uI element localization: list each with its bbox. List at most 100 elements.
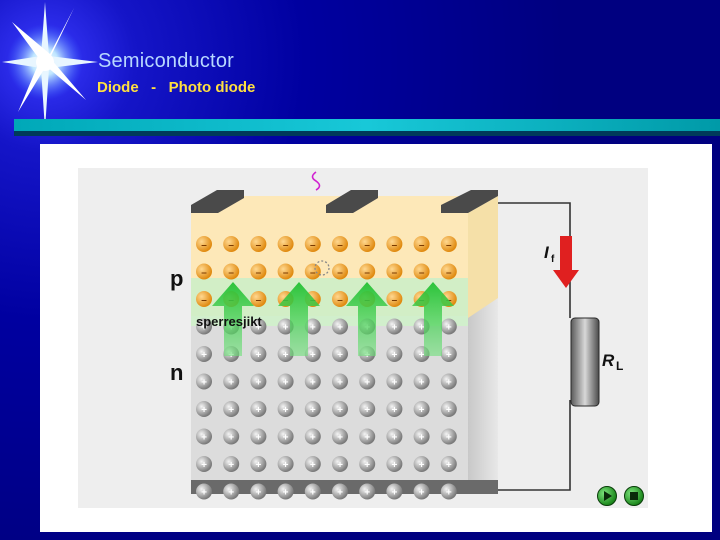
electron-carrier xyxy=(304,346,321,362)
electron-sign: + xyxy=(310,405,316,416)
electron-sign: + xyxy=(255,405,261,416)
electron-sign: + xyxy=(310,350,316,361)
green-arrow-2 xyxy=(278,282,320,356)
electron-carrier xyxy=(196,483,212,500)
hole-carrier xyxy=(277,236,294,252)
electron-sign: + xyxy=(310,433,316,444)
load-resistor xyxy=(570,317,600,407)
electron-carrier xyxy=(250,346,267,362)
electron-sign: + xyxy=(446,488,452,499)
electron-carrier xyxy=(304,373,321,390)
electron-carrier xyxy=(359,401,376,417)
hole-carrier xyxy=(359,236,376,252)
electron-carrier xyxy=(440,456,457,472)
slide-title: Semiconductor xyxy=(98,50,234,72)
hole-carrier xyxy=(304,263,321,280)
electrode-contacts xyxy=(191,190,498,213)
slide-subtitle: Diode - Photo diode xyxy=(97,79,256,96)
current-arrow xyxy=(553,236,579,288)
electron-sign: + xyxy=(364,405,370,416)
electron-carrier xyxy=(196,428,212,445)
electron-carrier xyxy=(250,456,267,472)
electron-sign: + xyxy=(228,405,234,416)
electron-carrier xyxy=(332,318,348,335)
electron-carrier xyxy=(277,428,294,445)
electron-sign: + xyxy=(255,433,261,444)
electron-sign: + xyxy=(337,433,343,444)
hole-carrier xyxy=(277,263,294,280)
electron-sign: + xyxy=(255,323,261,334)
electron-sign: + xyxy=(310,488,316,499)
electron-carrier xyxy=(304,318,321,335)
electron-carrier xyxy=(332,373,348,390)
electron-carrier xyxy=(413,483,430,500)
hole-sign: – xyxy=(419,268,425,279)
electron-carrier xyxy=(223,456,240,472)
hole-carrier xyxy=(413,263,430,280)
hole-sign: – xyxy=(228,240,234,251)
hole-sign: – xyxy=(337,295,343,306)
electron-sign: + xyxy=(337,378,343,389)
electron-sign: + xyxy=(391,433,397,444)
title-divider-bar xyxy=(14,119,720,133)
electron-carrier xyxy=(277,318,294,335)
hole-carrier xyxy=(250,236,267,252)
electron-carrier xyxy=(386,401,403,417)
electron-sign: + xyxy=(283,378,289,389)
electron-sign: + xyxy=(228,433,234,444)
hole-carrier xyxy=(332,236,348,252)
electron-sign: + xyxy=(228,378,234,389)
electron-carrier xyxy=(196,456,212,472)
electron-sign: + xyxy=(446,433,452,444)
electron-sign: + xyxy=(283,350,289,361)
electron-carrier xyxy=(223,483,240,500)
electron-carrier xyxy=(359,428,376,445)
current-symbol: I xyxy=(544,243,550,262)
starburst-icon xyxy=(2,2,98,130)
play-button[interactable] xyxy=(597,486,617,506)
hole-sign: – xyxy=(446,268,452,279)
electron-carrier xyxy=(277,373,294,390)
green-arrow-1 xyxy=(212,282,254,356)
electron-sign: + xyxy=(201,460,207,471)
hole-sign: – xyxy=(310,268,316,279)
electron-sign: + xyxy=(364,433,370,444)
electron-carrier xyxy=(223,401,240,417)
light-wave-icon xyxy=(311,171,321,191)
electron-sign: + xyxy=(228,460,234,471)
hole-sign: – xyxy=(201,268,207,279)
electron-carrier xyxy=(440,346,457,362)
resistor-symbol: R xyxy=(602,351,615,370)
hole-sign: – xyxy=(392,240,398,251)
stop-icon xyxy=(630,492,638,500)
electron-carrier xyxy=(304,456,321,472)
electron-sign: + xyxy=(446,378,452,389)
electron-sign: + xyxy=(337,350,343,361)
electron-sign: + xyxy=(201,405,207,416)
electron-sign: + xyxy=(255,460,261,471)
electron-sign: + xyxy=(337,323,343,334)
electron-carrier xyxy=(277,401,294,417)
electron-sign: + xyxy=(391,378,397,389)
electron-carrier xyxy=(332,456,348,472)
hole-carrier xyxy=(223,263,240,280)
electron-carrier xyxy=(304,428,321,445)
electron-carrier xyxy=(359,373,376,390)
hole-sign: – xyxy=(364,240,370,251)
electron-sign: + xyxy=(446,405,452,416)
electron-sign: + xyxy=(283,460,289,471)
hole-sign: – xyxy=(310,240,316,251)
carrier-lattice: ––––––––––––––––––––––––––––––++++++++++… xyxy=(196,236,457,500)
electron-carrier xyxy=(304,483,321,500)
electron-sign: + xyxy=(255,350,261,361)
electron-sign: + xyxy=(283,488,289,499)
hole-carrier xyxy=(440,263,457,280)
resistor-subscript: L xyxy=(616,359,623,373)
hole-carrier xyxy=(386,291,403,307)
hole-carrier xyxy=(386,236,403,252)
stop-button[interactable] xyxy=(624,486,644,506)
hole-carrier xyxy=(250,291,267,307)
electron-carrier xyxy=(332,483,348,500)
electron-carrier xyxy=(223,428,240,445)
current-subscript: f xyxy=(551,254,555,265)
